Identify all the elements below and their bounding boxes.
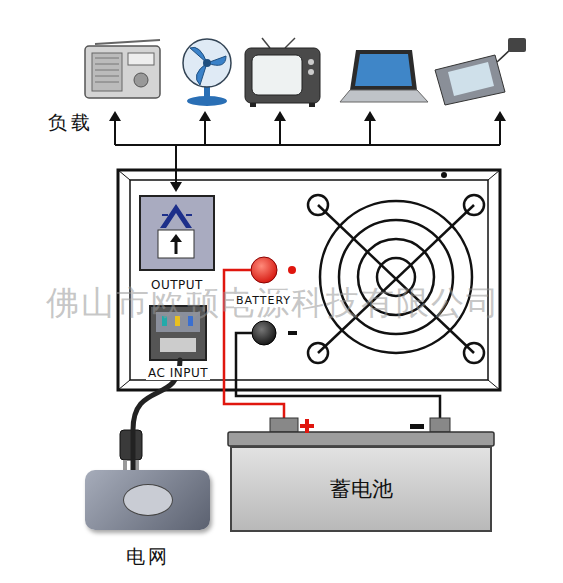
socket-label: AC INPUT <box>133 366 223 380</box>
tv-icon <box>245 38 320 107</box>
fan-grille <box>308 195 484 363</box>
laptop-icon <box>340 50 428 102</box>
radio-icon <box>85 40 160 98</box>
grid-label: 电网 <box>85 544 210 570</box>
battery-panel-label: BATTERY <box>234 294 293 307</box>
output-socket-face <box>140 196 214 270</box>
battery-box: 蓄电池 <box>230 446 492 532</box>
socket-holes <box>123 484 173 516</box>
load-label: 负载 <box>48 110 94 136</box>
inverter-housing <box>118 170 500 390</box>
socket-label: OUTPUT <box>132 278 222 292</box>
fan-icon <box>183 39 231 106</box>
ac-input-socket: AC INPUT <box>150 306 206 360</box>
battery-label: 蓄电池 <box>330 475 393 503</box>
battery-lid <box>228 418 494 446</box>
phone-charger-icon <box>435 38 526 105</box>
mains-socket-plate: 电网 <box>85 470 210 530</box>
output-socket: OUTPUT <box>140 196 214 270</box>
